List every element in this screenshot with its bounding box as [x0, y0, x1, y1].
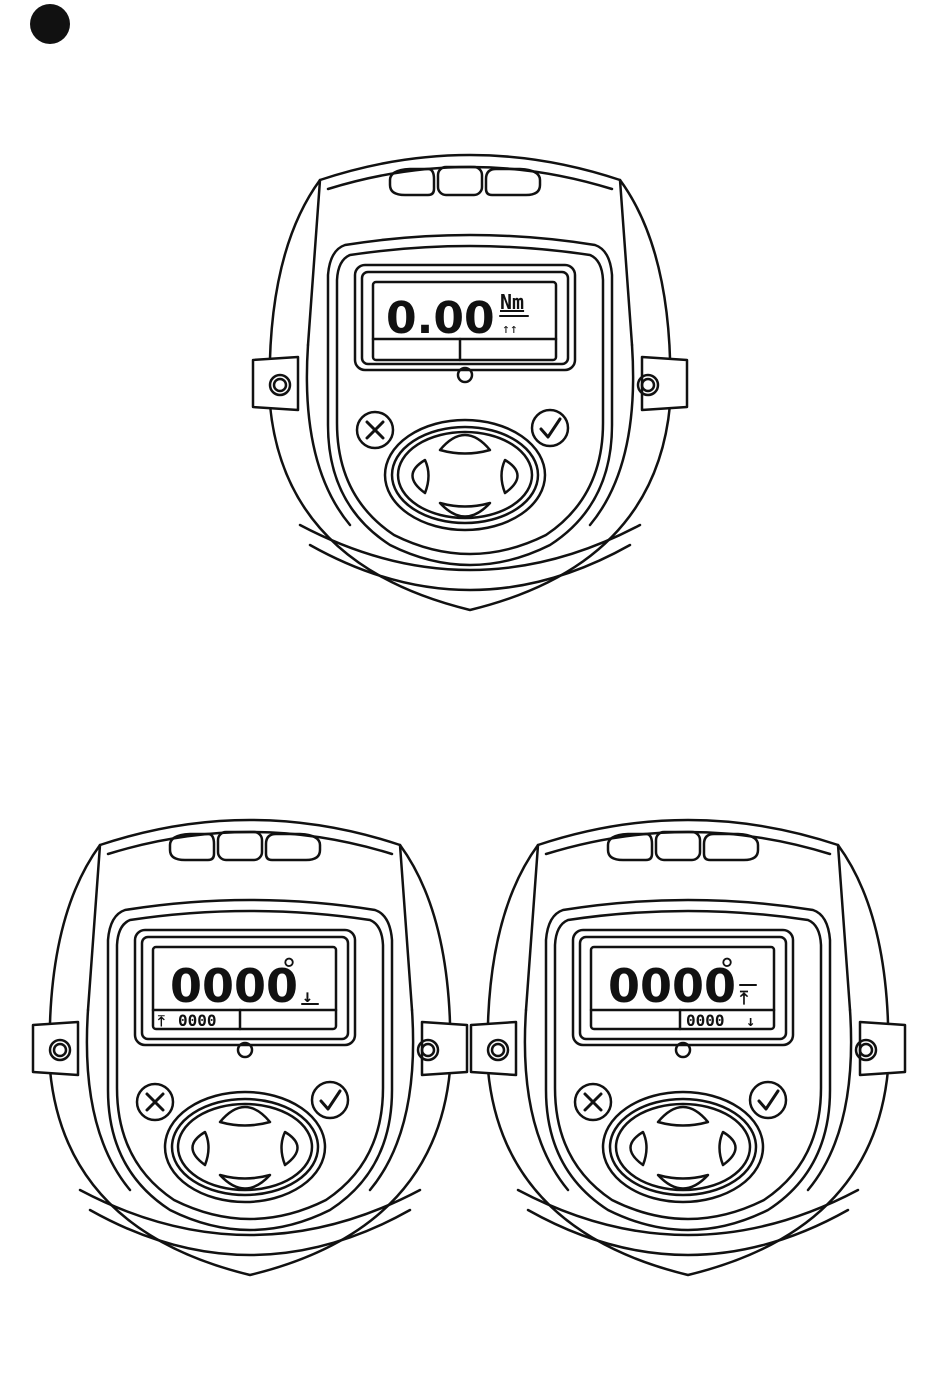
- torque-wrench-head-torque-mode: 0.00 Nm ↑↑: [250, 145, 690, 629]
- right-mount: [856, 1022, 905, 1075]
- lcd-sub-right-symbol: ↓: [746, 1012, 755, 1030]
- lcd-mode-symbol: ⤒: [739, 988, 749, 1009]
- section-bullet: [30, 4, 70, 44]
- left-mount: [471, 1022, 516, 1075]
- lcd-main-value: 0000: [608, 959, 736, 1013]
- lcd-sub-left-symbol: ⤒: [157, 1012, 165, 1030]
- confirm-button[interactable]: [532, 410, 568, 446]
- cancel-button[interactable]: [575, 1084, 611, 1120]
- left-mount: [253, 357, 298, 410]
- cancel-button[interactable]: [357, 412, 393, 448]
- right-mount: [418, 1022, 467, 1075]
- lcd-unit: Nm: [500, 290, 524, 314]
- torque-wrench-head-angle-mode-2: 0000 ° ⤒ 0000 ↓: [468, 810, 908, 1294]
- torque-wrench-head-angle-mode-1: 0000 ° ↓ ⤒ 0000: [30, 810, 470, 1294]
- confirm-button[interactable]: [750, 1082, 786, 1118]
- navigation-pad[interactable]: [165, 1092, 325, 1202]
- lcd-unit: °: [718, 953, 736, 988]
- lcd-mode-symbol: ↑↑: [502, 322, 518, 337]
- confirm-button[interactable]: [312, 1082, 348, 1118]
- cancel-button[interactable]: [137, 1084, 173, 1120]
- navigation-pad[interactable]: [603, 1092, 763, 1202]
- navigation-pad[interactable]: [385, 420, 545, 530]
- lcd-unit: °: [280, 953, 298, 988]
- right-mount: [638, 357, 687, 410]
- lcd-sub-right-value: 0000: [686, 1011, 725, 1030]
- lcd-sub-left-value: 0000: [178, 1011, 217, 1030]
- lcd-main-value: 0000: [170, 959, 298, 1013]
- lcd-main-value: 0.00: [386, 293, 495, 344]
- left-mount: [33, 1022, 78, 1075]
